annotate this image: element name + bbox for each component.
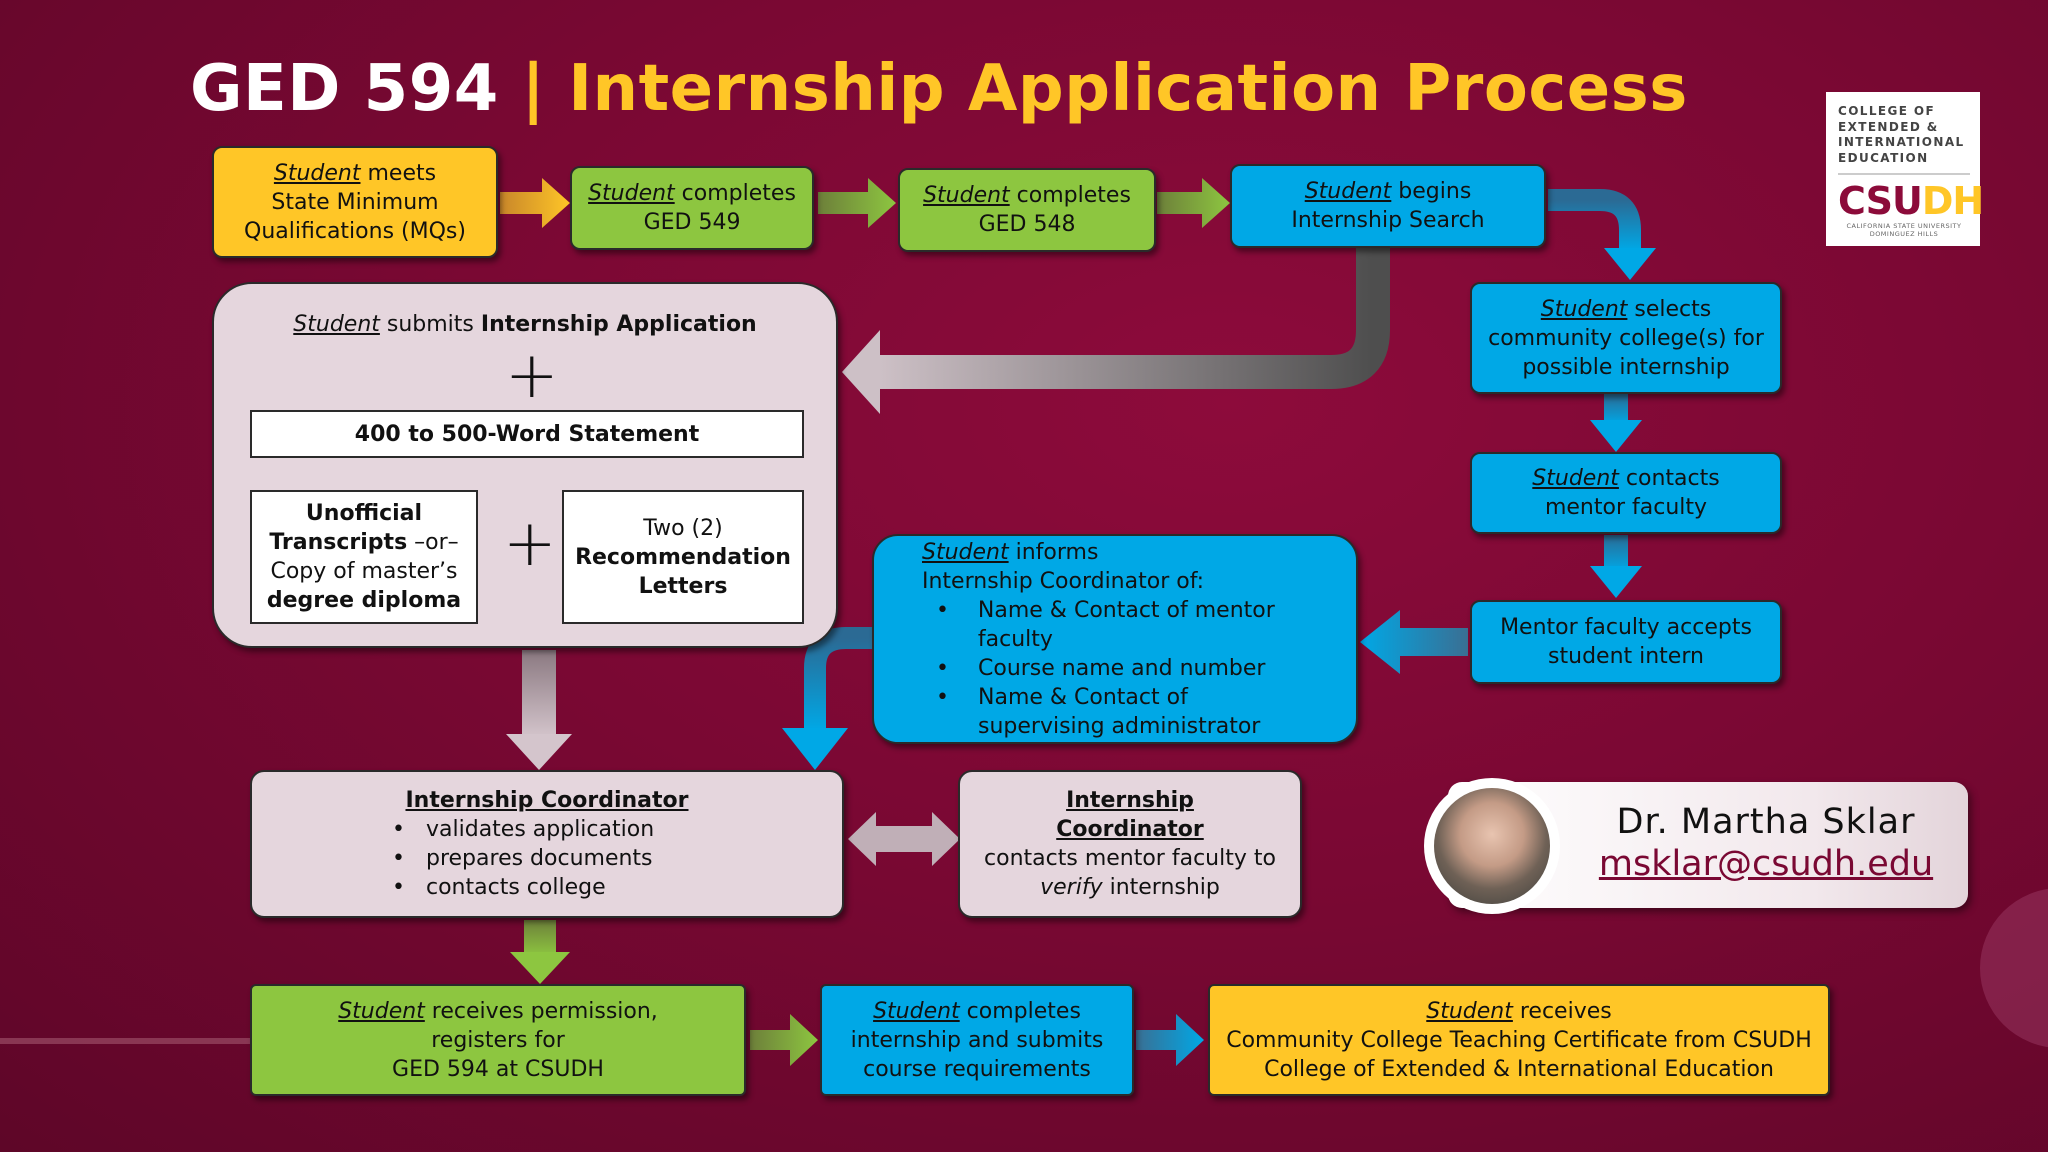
step-completes-internship: Student completes internship and submits…: [820, 984, 1134, 1096]
step-informs-coordinator: Student informs Internship Coordinator o…: [872, 534, 1358, 744]
speaker-photo: [1434, 788, 1550, 904]
title-main: Internship Application Process: [568, 52, 1688, 126]
informs-bullet: •Name & Contact of mentor faculty: [936, 597, 1275, 652]
logo-line-2: EXTENDED &: [1838, 119, 1939, 134]
step-begins-search: Student begins Internship Search: [1230, 164, 1546, 248]
speaker-avatar: [1424, 778, 1560, 914]
coordinator-heading: Internship Coordinator: [405, 788, 689, 813]
step-receives-certificate: Student receives Community College Teach…: [1208, 984, 1830, 1096]
informs-bullet: •Name & Contact of supervising administr…: [936, 684, 1261, 739]
title-separator: |: [521, 52, 546, 126]
plus-sign: +: [505, 339, 559, 413]
logo-wordmark: CSUDH: [1838, 179, 1984, 223]
coordinator-bullets: •validates application •prepares documen…: [392, 817, 655, 900]
word-statement-box: 400 to 500-Word Statement: [250, 410, 804, 458]
page-title: GED 594 | Internship Application Process: [190, 52, 1688, 126]
application-heading: Student submits Internship Application: [293, 312, 757, 337]
speaker-email[interactable]: msklar@csudh.edu: [1598, 844, 1934, 884]
step-coordinator-verifies: Internship Coordinator contacts mentor f…: [958, 770, 1302, 918]
step-mentor-accepts: Mentor faculty accepts student intern: [1470, 600, 1782, 684]
cee-csudh-logo: COLLEGE OF EXTENDED & INTERNATIONAL EDUC…: [1826, 92, 1984, 246]
title-course: GED 594: [190, 52, 499, 126]
informs-bullet-list: •Name & Contact of mentor faculty •Cours…: [922, 596, 1356, 741]
plus-sign: +: [503, 507, 557, 581]
step-contacts-mentor: Student contacts mentor faculty: [1470, 452, 1782, 534]
speaker-name: Dr. Martha Sklar: [1616, 802, 1916, 842]
step-coordinator-validates: Internship Coordinator •validates applic…: [250, 770, 844, 918]
step-selects-college: Student selects community college(s) for…: [1470, 282, 1782, 394]
logo-sub-1: CALIFORNIA STATE UNIVERSITY: [1846, 222, 1962, 230]
step-receives-permission: Student receives permission, registers f…: [250, 984, 746, 1096]
logo-sub-2: DOMINGUEZ HILLS: [1869, 229, 1939, 238]
step-completes-ged548: Student completes GED 548: [898, 168, 1156, 252]
logo-line-3: INTERNATIONAL: [1838, 135, 1965, 149]
transcripts-box: Unofficial Transcripts –or– Copy of mast…: [250, 490, 478, 624]
recommendation-letters-box: Two (2) Recommendation Letters: [562, 490, 804, 624]
informs-bullet: •Course name and number: [936, 655, 1266, 681]
logo-line-4: EDUCATION: [1838, 150, 1929, 165]
step-completes-ged549: Student completes GED 549: [570, 166, 814, 250]
logo-line-1: COLLEGE OF: [1838, 104, 1936, 118]
step-meets-mqs: Student meets State Minimum Qualificatio…: [212, 146, 498, 258]
